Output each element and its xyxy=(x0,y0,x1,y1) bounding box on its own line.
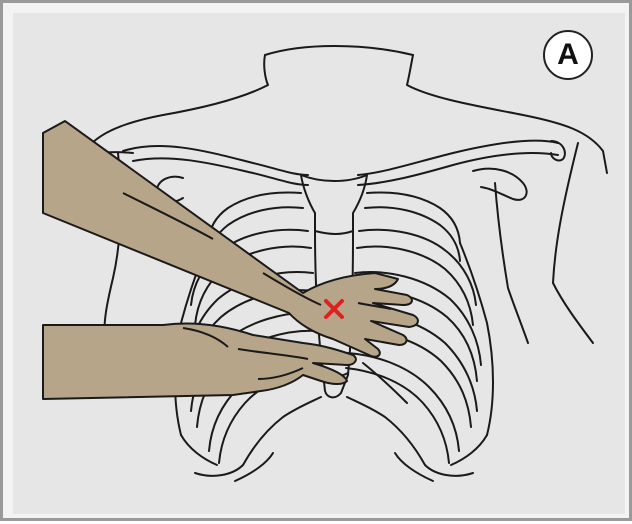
rescuer-hands xyxy=(43,121,418,399)
clavicles xyxy=(123,141,565,202)
lower-arm xyxy=(43,323,356,399)
panel-label-badge: A xyxy=(543,30,593,80)
chest-compression-illustration xyxy=(3,3,632,524)
